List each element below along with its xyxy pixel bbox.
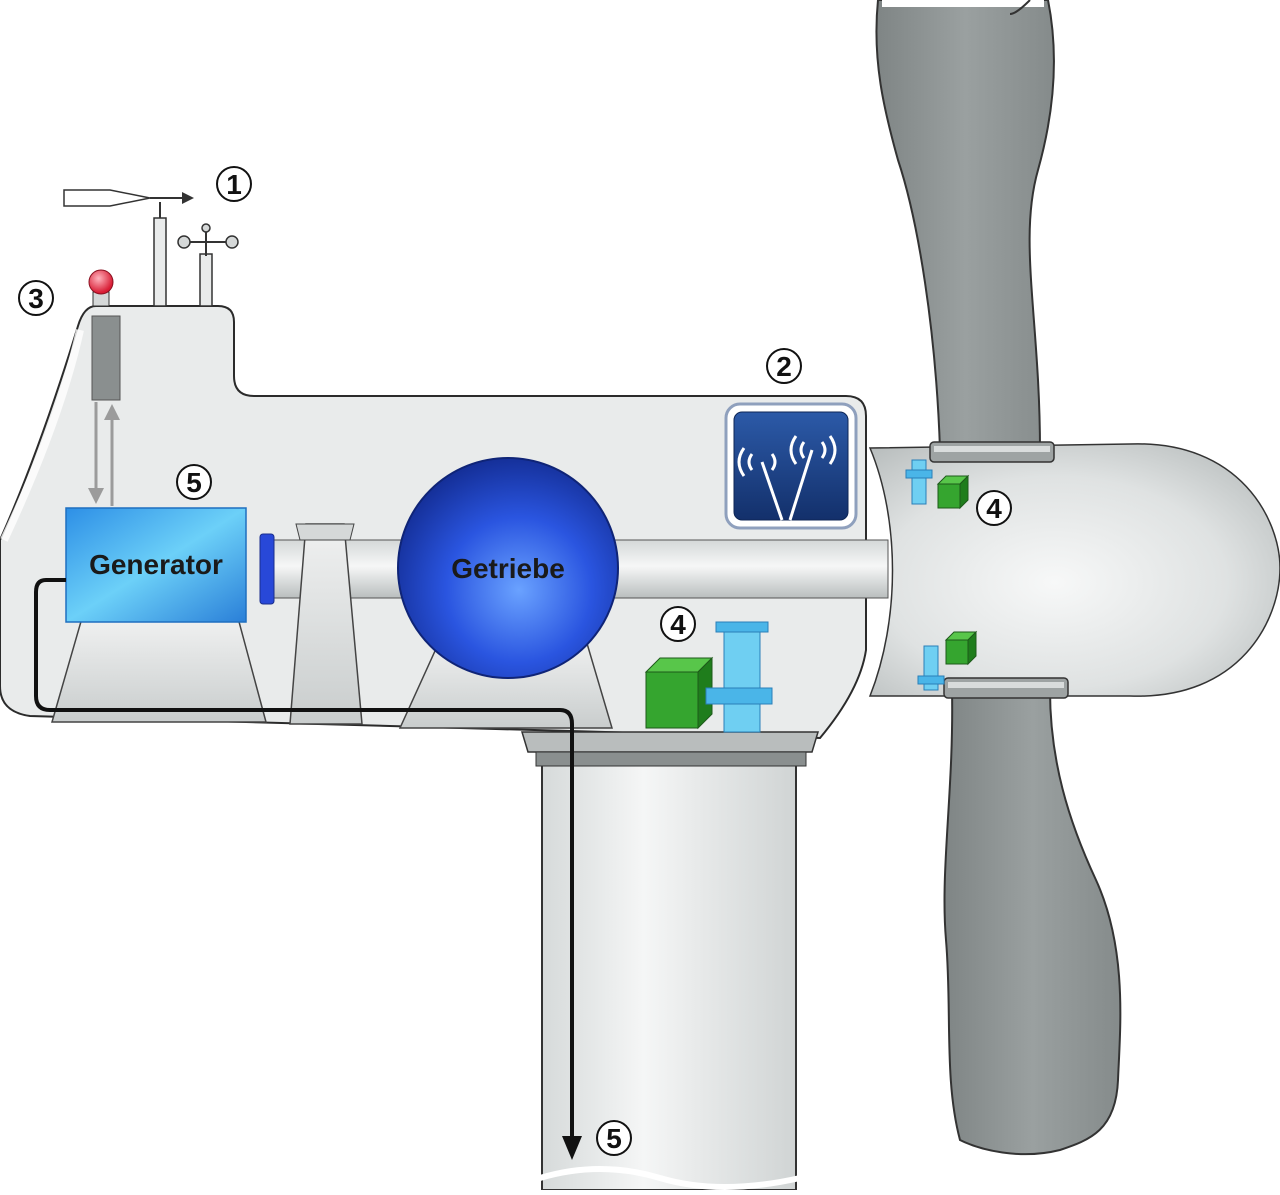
- hub-coupling-lower: [917, 645, 945, 691]
- upper-blade-flange: [929, 441, 1055, 463]
- marker-4-rotor: 4: [976, 490, 1012, 526]
- sensor-cabinet: [91, 315, 121, 401]
- marker-5-generator: 5: [176, 464, 212, 500]
- gearbox: Getriebe: [397, 457, 619, 679]
- svg-text:3: 3: [28, 283, 44, 314]
- signal-arrows-icon: [88, 402, 120, 506]
- lower-blade: [943, 689, 1122, 1156]
- tower: [539, 759, 801, 1191]
- coupling: [259, 533, 275, 605]
- generator: Generator: [65, 507, 247, 623]
- svg-text:5: 5: [186, 467, 202, 498]
- hub-sensor-lower: [944, 630, 978, 666]
- generator-support: [51, 617, 267, 723]
- svg-text:1: 1: [226, 169, 242, 200]
- svg-text:5: 5: [606, 1123, 622, 1154]
- marker-2: 2: [766, 348, 802, 384]
- svg-text:4: 4: [670, 609, 686, 640]
- svg-text:2: 2: [776, 351, 792, 382]
- marker-4-nacelle: 4: [660, 606, 696, 642]
- marker-1: 1: [216, 166, 252, 202]
- wireless-control-unit: [724, 402, 858, 530]
- nacelle-sensor: [644, 656, 714, 730]
- antenna-icon: [737, 435, 837, 521]
- power-cable: [34, 578, 582, 1160]
- svg-text:4: 4: [986, 493, 1002, 524]
- wind-vane-icon: [63, 189, 194, 307]
- aviation-beacon-icon: [88, 269, 114, 307]
- marker-5-tower: 5: [596, 1120, 632, 1156]
- lower-blade-flange: [943, 677, 1069, 699]
- upper-blade: [875, 0, 1055, 451]
- anemometer-icon: [177, 223, 239, 307]
- hub-sensor-upper: [936, 474, 970, 510]
- generator-label: Generator: [89, 549, 223, 580]
- hub-coupling-upper: [905, 459, 933, 505]
- gearbox-label: Getriebe: [451, 553, 565, 584]
- yaw-bearing: [520, 731, 820, 767]
- nacelle-coupling: [705, 621, 773, 733]
- bearing-support: [289, 523, 363, 725]
- marker-3: 3: [18, 280, 54, 316]
